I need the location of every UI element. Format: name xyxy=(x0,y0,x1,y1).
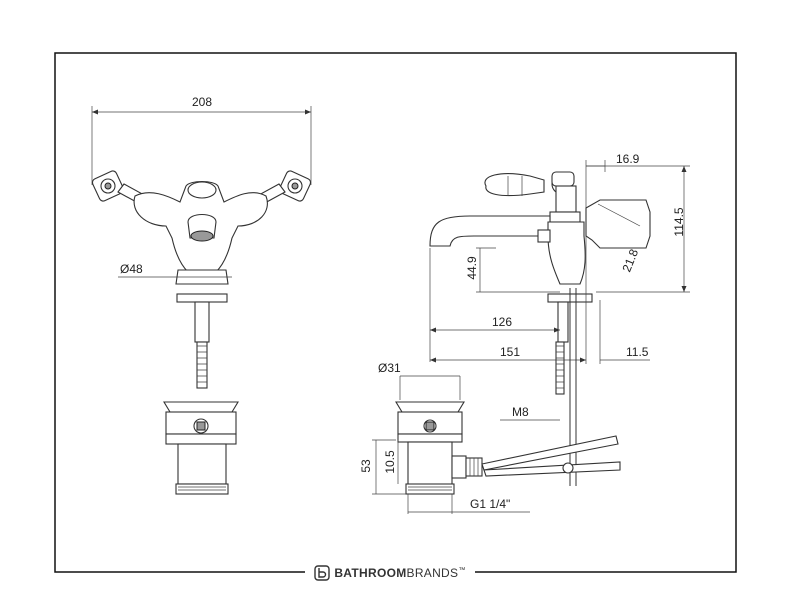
dim-handle-offset: 16.9 xyxy=(616,152,640,166)
lever-handle xyxy=(484,171,581,223)
dim-spout-height: 44.9 xyxy=(465,256,479,280)
brand-trademark: ™ xyxy=(458,567,466,574)
spout xyxy=(429,215,551,247)
left-handle xyxy=(91,170,147,205)
waste-side-view: Ø31 53 10.5 G1 1/4" xyxy=(359,361,621,514)
dim-overall-depth: 151 xyxy=(500,345,520,359)
dim-lever-angle: 21.8 xyxy=(619,247,641,274)
dim-rod-thread: M8 xyxy=(512,405,529,419)
dim-total-height: 53 xyxy=(359,459,373,473)
dim-thread-size: G1 1/4" xyxy=(470,497,510,511)
brand-logo: BATHROOMBRANDS™ xyxy=(305,562,475,584)
dim-waste-dia-48: Ø48 xyxy=(120,262,143,276)
brand-name-part1: BATHROOM xyxy=(334,566,407,580)
side-view: 16.9 114.5 21.8 44.9 xyxy=(429,152,690,486)
right-handle xyxy=(256,170,312,205)
dim-width-208: 208 xyxy=(192,95,212,109)
brand-name-part2: BRANDS xyxy=(406,566,459,580)
b-logo-icon xyxy=(314,565,331,581)
tap-body-side xyxy=(547,221,586,285)
dim-flange-dia: Ø31 xyxy=(378,361,401,375)
front-view: 208 Ø48 xyxy=(91,95,312,495)
dim-spout-reach: 126 xyxy=(492,315,512,329)
dim-height-total: 114.5 xyxy=(672,207,686,236)
waste-front xyxy=(163,401,239,495)
dim-rear-offset: 11.5 xyxy=(626,345,649,359)
dim-inner-height: 10.5 xyxy=(383,450,397,474)
